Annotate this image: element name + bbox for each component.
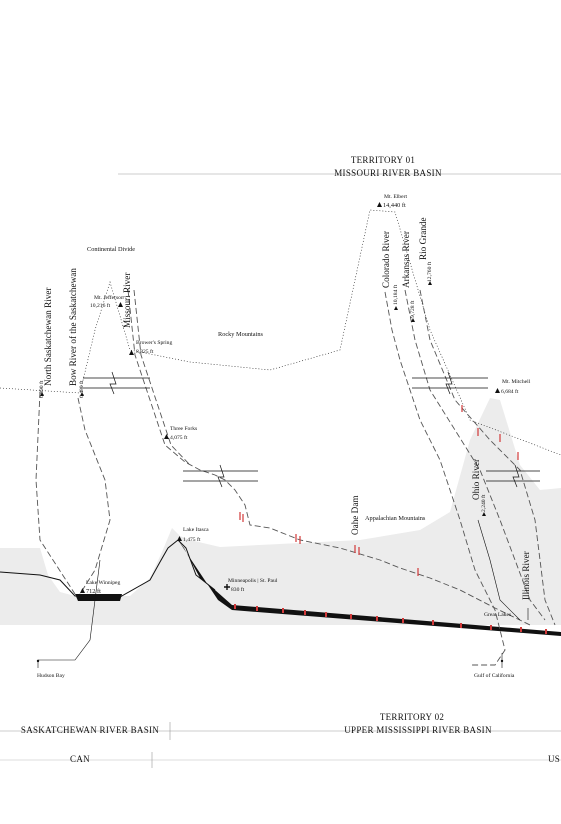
- mt-mitchell-elevation: 6,684 ft: [501, 388, 519, 395]
- territory-01-number: TERRITORY 01: [351, 155, 415, 165]
- terrain-left: [0, 398, 561, 625]
- bow-river-label: Bow River of the Saskatchewan: [68, 268, 78, 386]
- rocky-mountains-label: Rocky Mountains: [218, 331, 264, 338]
- river-dashed-profiles: [35, 289, 556, 666]
- minneapolis-elevation: 830 ft: [231, 586, 245, 593]
- terrain-gap: [0, 625, 561, 700]
- three-forks-elevation: 4,075 ft: [170, 434, 188, 441]
- country-us: US: [548, 754, 560, 764]
- illinois-river-label: Illinois River: [521, 551, 531, 600]
- browers-spring-marker: [129, 350, 134, 355]
- saskatchewan-basin-label: SASKATCHEWAN RIVER BASIN: [21, 725, 159, 735]
- browers-spring-name: Brower's Spring: [136, 340, 172, 346]
- saskatchewan-profile: [0, 539, 216, 598]
- ohio-elevation: 2,240 ft: [480, 494, 487, 512]
- ohio-river-line: [477, 519, 521, 621]
- lake-winnipeg-name: Lake Winnipeg: [86, 580, 121, 586]
- dam-marks-missouri: [239, 405, 519, 576]
- browers-spring-elevation: 8,825 ft: [136, 348, 154, 355]
- lake-itasca-name: Lake Itasca: [183, 527, 209, 533]
- three-forks-marker: [164, 434, 169, 439]
- rio-grande-elevation: 12,760 ft: [426, 261, 433, 282]
- minneapolis-marker: [224, 584, 230, 590]
- bow-elevation: 6,480 ft: [78, 380, 85, 398]
- gulf-of-california-label: Gulf of California: [474, 672, 515, 679]
- continental-divide-line: [0, 209, 561, 456]
- mississippi-profile: [178, 540, 561, 636]
- ohio-river-label: Ohio River: [471, 459, 481, 500]
- lake-winnipeg-elevation: 712 ft: [86, 588, 101, 595]
- minneapolis-name: Minneapolis | St. Paul: [228, 578, 278, 584]
- territory-02-name: UPPER MISSISSIPPI RIVER BASIN: [344, 725, 492, 735]
- mt-mitchell-marker: [495, 388, 500, 393]
- rio-grande-label: Rio Grande: [418, 217, 428, 260]
- mt-mitchell-name: Mt. Mitchell: [502, 379, 531, 385]
- country-can: CAN: [70, 754, 90, 764]
- mt-jefferson-marker: [118, 302, 123, 307]
- three-forks-name: Three Forks: [170, 426, 197, 432]
- mt-elbert-name: Mt. Elbert: [384, 194, 407, 200]
- north-sask-elevation: 6,890 ft: [38, 380, 45, 398]
- arkansas-elevation: 9,728 ft: [409, 300, 416, 318]
- mt-elbert-marker: [377, 202, 382, 207]
- mt-elbert-elevation: 14,440 ft: [383, 202, 406, 209]
- territory-02-number: TERRITORY 02: [380, 712, 444, 722]
- mt-jefferson-name: Mt. Jefferson: [94, 294, 124, 301]
- oahe-dam-label: Oahe Dam: [350, 495, 360, 535]
- missouri-river-label: Missouri River: [122, 273, 132, 328]
- appalachian-mountains-label: Appalachian Mountains: [365, 515, 426, 522]
- colorado-river-label: Colorado River: [381, 231, 391, 288]
- lake-itasca-marker: [177, 536, 182, 541]
- hudson-bay-label: Hudson Bay: [37, 673, 65, 679]
- colorado-elevation: 10,184 ft: [392, 284, 399, 305]
- continental-divide-label: Continental Divide: [87, 246, 135, 253]
- scale-breaks: [83, 371, 540, 488]
- arkansas-river-label: Arkansas River: [401, 231, 411, 288]
- lake-winnipeg-body: [75, 594, 122, 601]
- dam-marks-main: [234, 604, 547, 634]
- mt-jefferson-elevation: 10,216 ft: [90, 302, 111, 309]
- north-saskatchewan-label: North Saskatchewan River: [43, 288, 53, 386]
- territory-01-name: MISSOURI RIVER BASIN: [334, 168, 442, 178]
- great-lakes-label: Great Lakes: [484, 612, 511, 618]
- lake-winnipeg-marker: [80, 588, 85, 593]
- lake-itasca-elevation: 1,475 ft: [183, 536, 201, 543]
